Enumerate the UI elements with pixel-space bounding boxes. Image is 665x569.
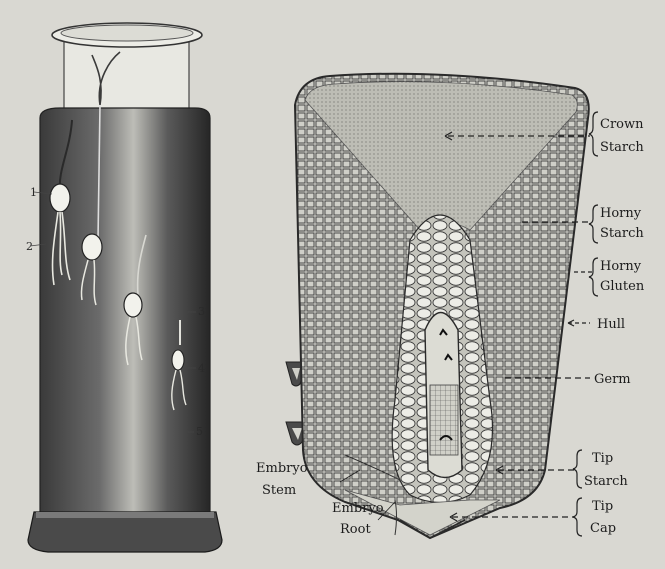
label-embryo-stem-1: Embryo bbox=[256, 461, 308, 476]
label-embryo-root-1: Embryo bbox=[332, 501, 384, 516]
label-crown-starch-1: Crown bbox=[600, 117, 644, 132]
jar-number-2: 2 bbox=[26, 240, 33, 253]
label-tip-cap-2: Cap bbox=[590, 521, 616, 536]
label-embryo-root-2: Root bbox=[340, 522, 371, 537]
germination-jar: 1 2 3 4 5 bbox=[26, 23, 222, 552]
jar-number-5: 5 bbox=[196, 425, 203, 438]
kernel-section bbox=[295, 74, 589, 538]
label-hull: Hull bbox=[597, 317, 625, 332]
label-horny-gluten-1: Horny bbox=[600, 259, 642, 274]
jar-number-3: 3 bbox=[198, 305, 205, 318]
label-tip-cap-1: Tip bbox=[592, 499, 613, 514]
label-crown-starch-2: Starch bbox=[600, 140, 644, 155]
label-embryo-stem-2: Stem bbox=[262, 483, 296, 498]
label-horny-starch-2: Starch bbox=[600, 226, 644, 241]
label-tip-starch-1: Tip bbox=[592, 451, 613, 466]
jar-number-4: 4 bbox=[198, 362, 205, 375]
label-tip-starch-2: Starch bbox=[584, 474, 628, 489]
label-germ: Germ bbox=[594, 372, 631, 387]
label-horny-starch-1: Horny bbox=[600, 206, 642, 221]
label-horny-gluten-2: Gluten bbox=[600, 279, 645, 294]
